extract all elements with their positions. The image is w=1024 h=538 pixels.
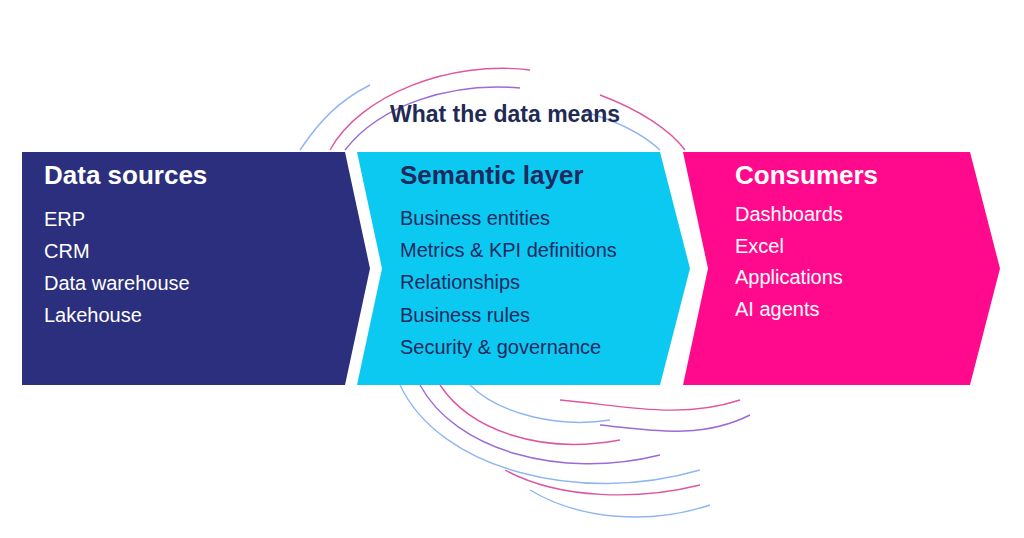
- stage-item: Relationships: [400, 272, 520, 292]
- chevron-outline: [357, 152, 690, 385]
- chevron-stage: Data sourcesERP CRM Data warehouseLakehous…: [22, 152, 370, 385]
- stage-item: Metrics & KPI definitions: [400, 240, 617, 260]
- stage-heading: Data sources: [44, 162, 207, 188]
- stage-item: CRM: [44, 241, 90, 261]
- chevron-stage: Semantic layerBusiness entitiesMetrics &…: [357, 152, 690, 385]
- diagram-title: What the data means: [0, 101, 1010, 128]
- stage-item: Dashboards: [735, 204, 843, 224]
- stage-item: Excel: [735, 236, 784, 256]
- chevron-outline: [683, 152, 1000, 385]
- stage-heading: Consumers: [735, 162, 878, 188]
- stage-item: Business rules: [400, 305, 530, 325]
- stage-item: Applications: [735, 267, 843, 287]
- stage-item: ERP: [44, 209, 85, 229]
- stage-item: Lakehouse: [44, 305, 142, 325]
- stage-item: Business entities: [400, 208, 550, 228]
- chevron-outline: [22, 152, 370, 385]
- stage-item: Security & governance: [400, 337, 601, 357]
- stage-item: AI agents: [735, 299, 820, 319]
- stage-heading: Semantic layer: [400, 162, 584, 188]
- chevron-stage: ConsumersDashboardsExcelApplications AI a…: [683, 152, 1000, 385]
- stage-item: Data warehouse: [44, 273, 190, 293]
